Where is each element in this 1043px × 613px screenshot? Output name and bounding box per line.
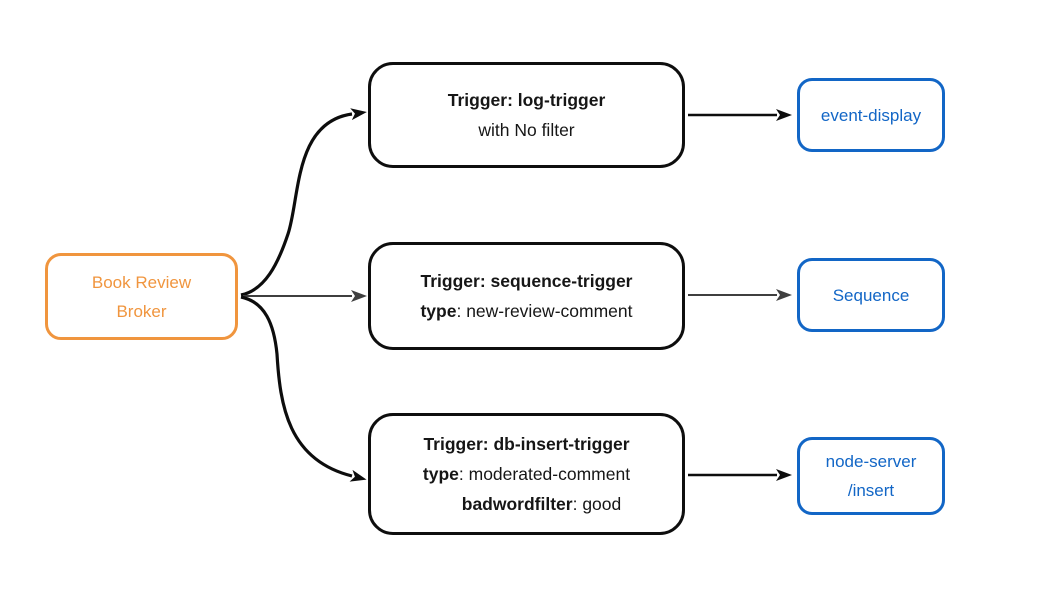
attr-value: : good (572, 494, 622, 514)
sink-node-server-label-line1: node-server (825, 452, 917, 471)
trigger-log-title: Trigger: log-trigger (447, 90, 606, 110)
trigger-db-insert-attr-badwordfilter: badwordfilter: good (462, 489, 622, 519)
broker-label-line1: Book Review (91, 272, 192, 292)
broker-node: Book Review Broker (45, 253, 238, 340)
trigger-log-node: Trigger: log-trigger with No filter (368, 62, 685, 168)
sink-node-server-node: node-server /insert (797, 437, 945, 515)
trigger-db-insert-node: Trigger: db-insert-trigger type: moderat… (368, 413, 685, 535)
sink-sequence-label: Sequence (832, 285, 910, 305)
sink-node-server-label-line2: /insert (847, 481, 895, 500)
trigger-sequence-node: Trigger: sequence-trigger type: new-revi… (368, 242, 685, 350)
sink-event-display-node: event-display (797, 78, 945, 152)
trigger-sequence-attr: type: new-review-comment (420, 296, 632, 326)
trigger-db-insert-attr-type: type: moderated-comment (423, 459, 630, 489)
attr-key: type (422, 464, 459, 484)
attr-value: : moderated-comment (458, 464, 631, 484)
attr-key: badwordfilter (461, 494, 573, 514)
sink-event-display-label: event-display (820, 105, 922, 125)
attr-value: : new-review-comment (456, 301, 633, 321)
sink-sequence-node: Sequence (797, 258, 945, 332)
trigger-sequence-title: Trigger: sequence-trigger (420, 271, 633, 291)
attr-key: type (420, 301, 457, 321)
edge-broker-to-log-trigger (240, 108, 367, 297)
trigger-log-subtitle: with No filter (478, 120, 575, 140)
edge-broker-to-db-insert-trigger (240, 295, 367, 482)
trigger-db-insert-title: Trigger: db-insert-trigger (423, 434, 630, 454)
broker-label-line2: Broker (116, 301, 167, 321)
